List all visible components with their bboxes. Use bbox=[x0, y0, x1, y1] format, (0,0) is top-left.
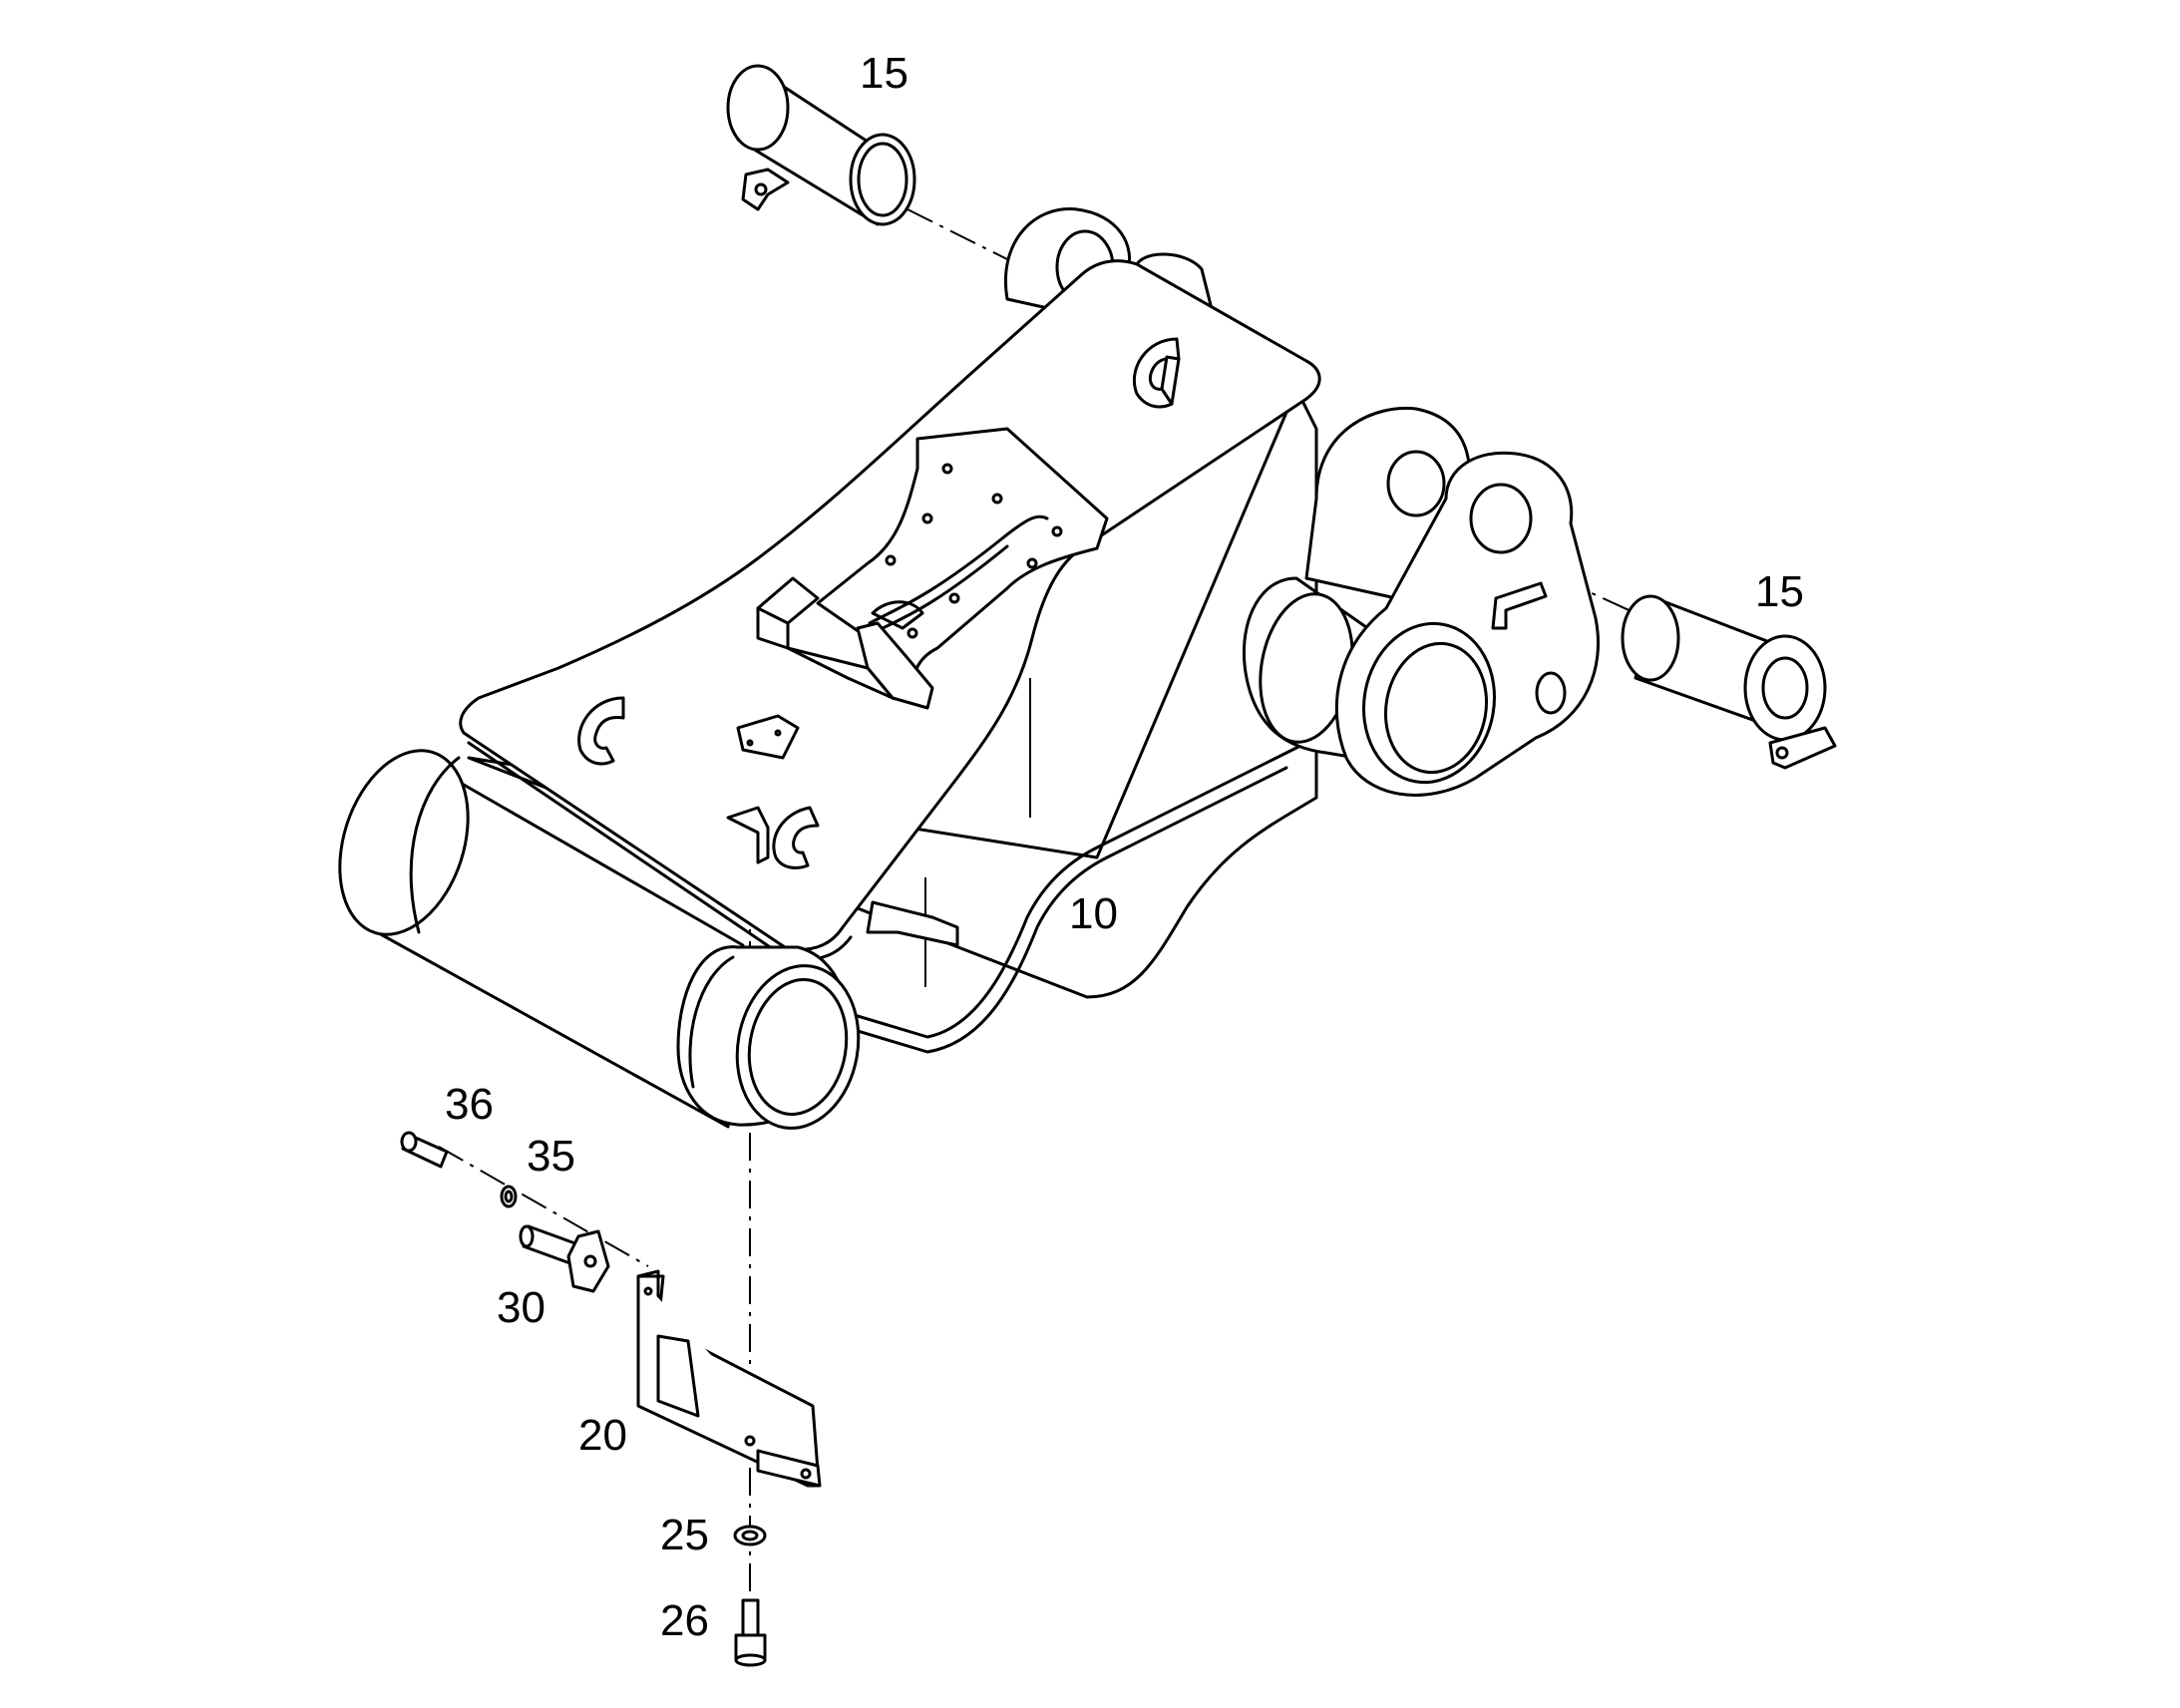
callout-25: 25 bbox=[660, 1511, 709, 1559]
callout-15-right: 15 bbox=[1755, 567, 1804, 616]
pin-top-part-15 bbox=[726, 64, 916, 226]
pin-right-part-15 bbox=[1621, 594, 1837, 770]
callout-20: 20 bbox=[578, 1411, 627, 1460]
callout-30: 30 bbox=[497, 1283, 545, 1332]
washer-part-25 bbox=[733, 1525, 767, 1546]
screw-part-26 bbox=[734, 1598, 767, 1667]
pin-part-30 bbox=[519, 1224, 610, 1293]
callout-36: 36 bbox=[445, 1080, 494, 1129]
callout-10: 10 bbox=[1069, 889, 1118, 938]
washer-part-35 bbox=[500, 1185, 518, 1208]
callout-26: 26 bbox=[660, 1596, 709, 1645]
callout-35: 35 bbox=[527, 1132, 575, 1181]
main-frame-part-10 bbox=[338, 207, 1600, 1130]
callout-15-top: 15 bbox=[860, 49, 908, 98]
screw-part-36 bbox=[400, 1131, 449, 1169]
bracket-part-20 bbox=[636, 1269, 822, 1488]
